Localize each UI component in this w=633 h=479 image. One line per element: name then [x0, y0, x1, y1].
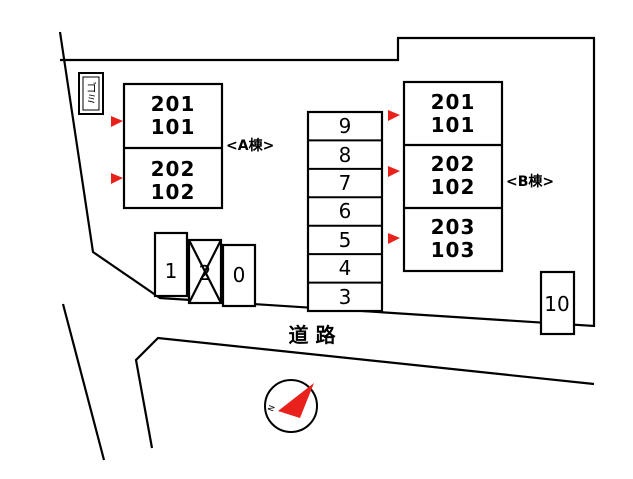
- building-b: 201 101 202 102 203 103 <B棟>: [388, 80, 554, 273]
- unit-number: 201: [151, 92, 196, 116]
- site-boundary: [58, 31, 596, 328]
- unavailable-cross-icon: [188, 239, 222, 304]
- unit-number: 102: [431, 175, 476, 199]
- unit-number: 201: [431, 90, 476, 114]
- entrance-arrow-icon: [388, 166, 400, 177]
- garbage-label: ゴミ: [85, 81, 98, 104]
- north-arrow-icon: [278, 383, 314, 418]
- entrance-arrow-icon: [388, 110, 400, 121]
- parking-space-number: 0: [233, 263, 246, 287]
- parking-space-number: 6: [339, 199, 352, 223]
- unit-number: 101: [151, 115, 196, 139]
- unit-number: 101: [431, 113, 476, 137]
- entrance-arrow-icon: [111, 116, 123, 127]
- parking-space-number: 10: [544, 292, 569, 316]
- compass-icon: N: [264, 379, 318, 433]
- unit-number: 202: [151, 157, 196, 181]
- road-edge-left: [61, 303, 106, 461]
- parking-space-number: 7: [339, 171, 352, 195]
- unit-number: 203: [431, 215, 476, 239]
- unit-number: 102: [151, 180, 196, 204]
- building-a-label: <A棟>: [226, 137, 274, 154]
- parking-space-number: 3: [339, 285, 352, 309]
- parking-space-number: 1: [165, 259, 178, 283]
- entrance-arrow-icon: [111, 173, 123, 184]
- parking-space-number: 8: [339, 143, 352, 167]
- unit-number: 103: [431, 238, 476, 262]
- parking-column: 9 8 7 6 5 4 3: [306, 110, 384, 313]
- garbage-station: ゴミ: [78, 72, 104, 115]
- parking-space-number: 4: [339, 256, 352, 280]
- parking-row-left: 1 2 0: [153, 231, 257, 308]
- parking-space-10: 10: [539, 270, 576, 336]
- road-edge-right: [134, 336, 595, 449]
- unit-number: 202: [431, 152, 476, 176]
- compass-letter: N: [266, 404, 277, 413]
- parking-space-number: 9: [339, 114, 352, 138]
- parking-space-number: 5: [339, 228, 352, 252]
- building-b-label: <B棟>: [506, 173, 554, 190]
- entrance-arrow-icon: [388, 233, 400, 244]
- road-label: 道 路: [289, 323, 337, 347]
- building-a: 201 101 202 102 <A棟>: [111, 82, 274, 210]
